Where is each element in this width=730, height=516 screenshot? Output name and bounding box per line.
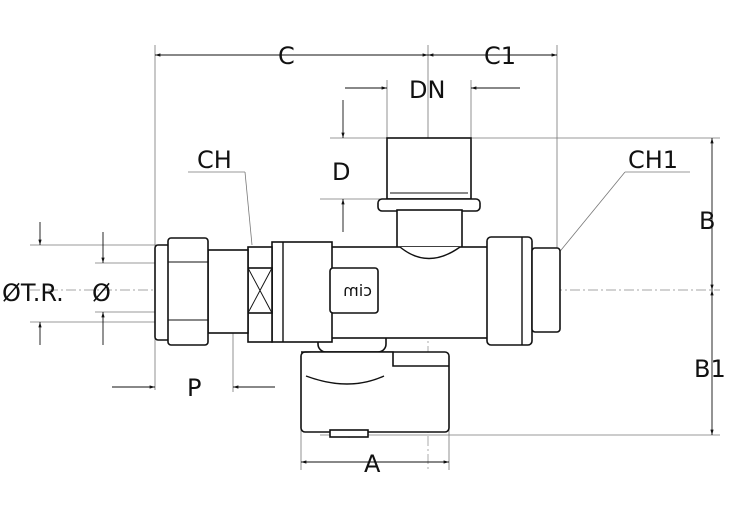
- dim-label-otr: ØT.R.: [2, 279, 64, 307]
- dim-label-d: D: [332, 158, 350, 186]
- dimension-lines: [38, 53, 714, 464]
- dim-label-b1: B1: [694, 355, 726, 383]
- dim-label-ch1: CH1: [628, 146, 678, 174]
- dim-label-dn: DN: [409, 76, 445, 104]
- dim-label-p: P: [187, 374, 201, 402]
- brand-logo: cim: [343, 281, 372, 300]
- dim-label-c1: C1: [484, 42, 516, 70]
- valve-body: [154, 137, 561, 438]
- dim-label-c: C: [278, 42, 295, 70]
- dim-label-b: B: [699, 207, 715, 235]
- dim-label-a: A: [364, 450, 381, 478]
- dim-label-ch: CH: [197, 146, 232, 174]
- dim-label-o: Ø: [92, 279, 111, 307]
